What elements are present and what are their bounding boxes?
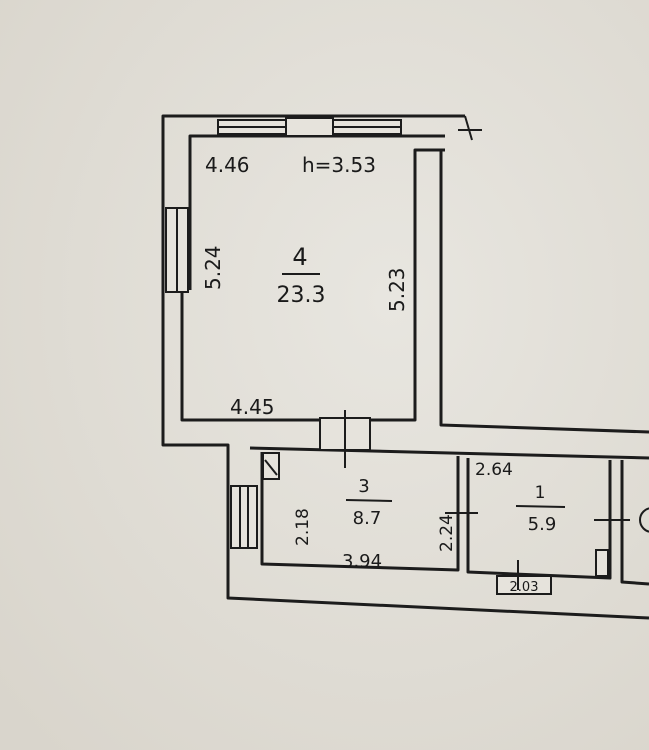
room4-bottom-dimension: 4.45 — [230, 395, 275, 419]
room3-left-dimension: 2.18 — [293, 508, 313, 546]
room4-right-dimension: 5.23 — [385, 267, 409, 312]
room3-bottom-dimension: 3.94 — [342, 551, 382, 572]
fixture-circle — [639, 507, 649, 533]
doors — [262, 410, 649, 595]
room1-bottom-dimension: 2.03 — [510, 580, 539, 595]
room1-top-dimension: 2.64 — [475, 460, 513, 480]
room4-top-dimension: 4.46 — [205, 153, 250, 177]
windows — [165, 117, 402, 549]
room1-area: 5.9 — [528, 514, 557, 535]
room1-number: 1 — [535, 483, 546, 503]
room4-left-dimension: 5.24 — [201, 245, 225, 290]
room3-area: 8.7 — [353, 508, 382, 529]
walls — [161, 114, 649, 620]
room4-area: 23.3 — [277, 283, 326, 308]
room4-ceiling-height: h=3.53 — [302, 153, 376, 177]
room4-number: 4 — [292, 243, 307, 271]
room3-right-dimension: 2.24 — [437, 514, 457, 552]
room3-number: 3 — [358, 476, 369, 497]
